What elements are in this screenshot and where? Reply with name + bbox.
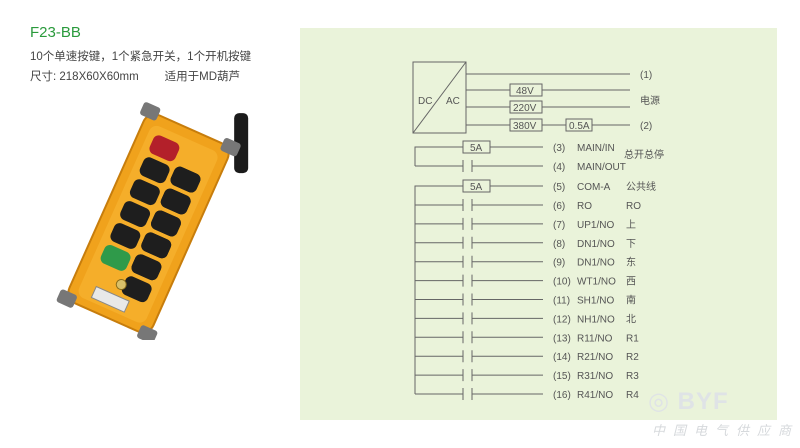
remote-button — [160, 188, 191, 215]
terminal-function: R2 — [626, 352, 639, 363]
terminal-name: NH1/NO — [577, 314, 615, 325]
terminal-number: (10) — [553, 277, 571, 288]
common-name: COM-A — [577, 182, 611, 193]
terminal-number: (7) — [553, 220, 565, 231]
terminal-name: SH1/NO — [577, 296, 614, 307]
contact-row: (10) WT1/NO 西 — [415, 274, 636, 288]
wire — [414, 185, 463, 394]
terminal-5: (5) — [553, 182, 565, 193]
terminal-number: (13) — [553, 333, 571, 344]
terminal-function: 南 — [626, 294, 636, 307]
voltage-220v: 220V — [513, 103, 537, 114]
terminal-function: 西 — [626, 277, 636, 288]
main-out: MAIN/OUT — [577, 162, 626, 173]
contact-row: (9) DN1/NO 东 — [415, 255, 636, 269]
terminal-3: (3) — [553, 143, 565, 154]
remote-button — [100, 245, 131, 271]
terminal-number: (11) — [553, 296, 570, 307]
watermark-logo: ◎ BYF — [648, 388, 729, 415]
terminal-function: 上 — [626, 219, 636, 231]
terminal-name: R11/NO — [577, 333, 613, 344]
ac-label: AC — [446, 96, 460, 107]
terminal-function: R3 — [626, 371, 639, 382]
product-usage: 适用于MD葫芦 — [164, 71, 241, 83]
contact-row: (11) SH1/NO 南 — [415, 293, 636, 307]
contact-row: (15) R31/NO R3 — [415, 369, 639, 382]
remote-button — [129, 179, 160, 206]
fuse-label: 0.5A — [569, 121, 590, 132]
terminal-name: UP1/NO — [577, 220, 614, 231]
terminal-number: (15) — [553, 371, 571, 382]
product-size: 尺寸: 218X60X60mm — [30, 71, 139, 83]
terminal-name: RO — [577, 201, 592, 212]
terminal-function: R1 — [626, 333, 639, 344]
terminal-function: R4 — [626, 390, 639, 401]
main-in: MAIN/IN — [577, 143, 615, 154]
corner-bumper — [220, 138, 241, 157]
terminal-name: DN1/NO — [577, 258, 615, 269]
contact-row: (7) UP1/NO 上 — [415, 217, 636, 231]
terminal-function: 北 — [626, 313, 636, 325]
terminal-name: DN1/NO — [577, 239, 615, 250]
dc-ac-converter — [412, 61, 467, 134]
contact-row: (16) R41/NO R4 — [415, 388, 639, 401]
remote-control-image — [56, 102, 249, 340]
terminal-number: (9) — [553, 258, 565, 269]
terminal-number: (14) — [553, 352, 571, 363]
terminal-number: (16) — [553, 390, 571, 401]
terminal-name: R21/NO — [577, 352, 613, 363]
main-switch-label: 总开总停 — [624, 148, 664, 161]
remote-button — [141, 232, 172, 259]
contact-row: (13) R11/NO R1 — [415, 331, 639, 344]
voltage-380v: 380V — [513, 121, 537, 132]
contact-row: (6) RO RO — [415, 199, 641, 212]
contact-row: (14) R21/NO R2 — [415, 350, 639, 363]
terminal-number: (8) — [553, 239, 565, 250]
corner-bumper — [137, 325, 158, 340]
antenna — [234, 113, 249, 174]
converter-diagonal — [412, 61, 467, 134]
power-label: 电源 — [640, 94, 660, 107]
main-fuse-label: 5A — [470, 143, 483, 154]
terminal-name: WT1/NO — [577, 277, 616, 288]
remote-button — [170, 166, 201, 193]
terminal-2: (2) — [640, 121, 652, 132]
corner-bumper — [56, 289, 77, 308]
terminal-4: (4) — [553, 162, 565, 173]
remote-button — [121, 276, 152, 303]
product-specs: 尺寸: 218X60X60mm 适用于MD葫芦 — [30, 68, 240, 84]
contact-row: (8) DN1/NO 下 — [415, 236, 636, 250]
corner-bumper — [140, 102, 161, 121]
terminal-1: (1) — [640, 70, 652, 81]
product-description: 10个单速按键，1个紧急开关，1个开机按键 — [30, 51, 252, 63]
terminal-number: (6) — [553, 201, 565, 212]
common-label: 公共线 — [626, 180, 656, 193]
product-model: F23-BB — [30, 24, 81, 41]
key-switch — [90, 285, 130, 313]
common-fuse-label: 5A — [470, 182, 483, 193]
remote-button — [139, 157, 170, 184]
terminal-function: 下 — [626, 239, 636, 250]
remote-button — [120, 201, 151, 227]
remote-button — [110, 223, 141, 249]
remote-button — [151, 210, 181, 237]
watermark-tagline: 中国电气供应商 — [652, 423, 800, 438]
dc-label: DC — [418, 96, 432, 107]
indicator-led — [115, 279, 127, 291]
terminal-number: (12) — [553, 314, 571, 325]
terminal-function: 东 — [626, 256, 636, 269]
terminal-name: R31/NO — [577, 371, 613, 382]
voltage-48v: 48V — [516, 86, 534, 97]
terminal-function: RO — [626, 201, 641, 212]
terminal-name: R41/NO — [577, 390, 613, 401]
remote-button — [149, 135, 180, 162]
contact-row: (12) NH1/NO 北 — [415, 312, 636, 325]
wire — [414, 146, 463, 166]
remote-button — [131, 254, 162, 281]
